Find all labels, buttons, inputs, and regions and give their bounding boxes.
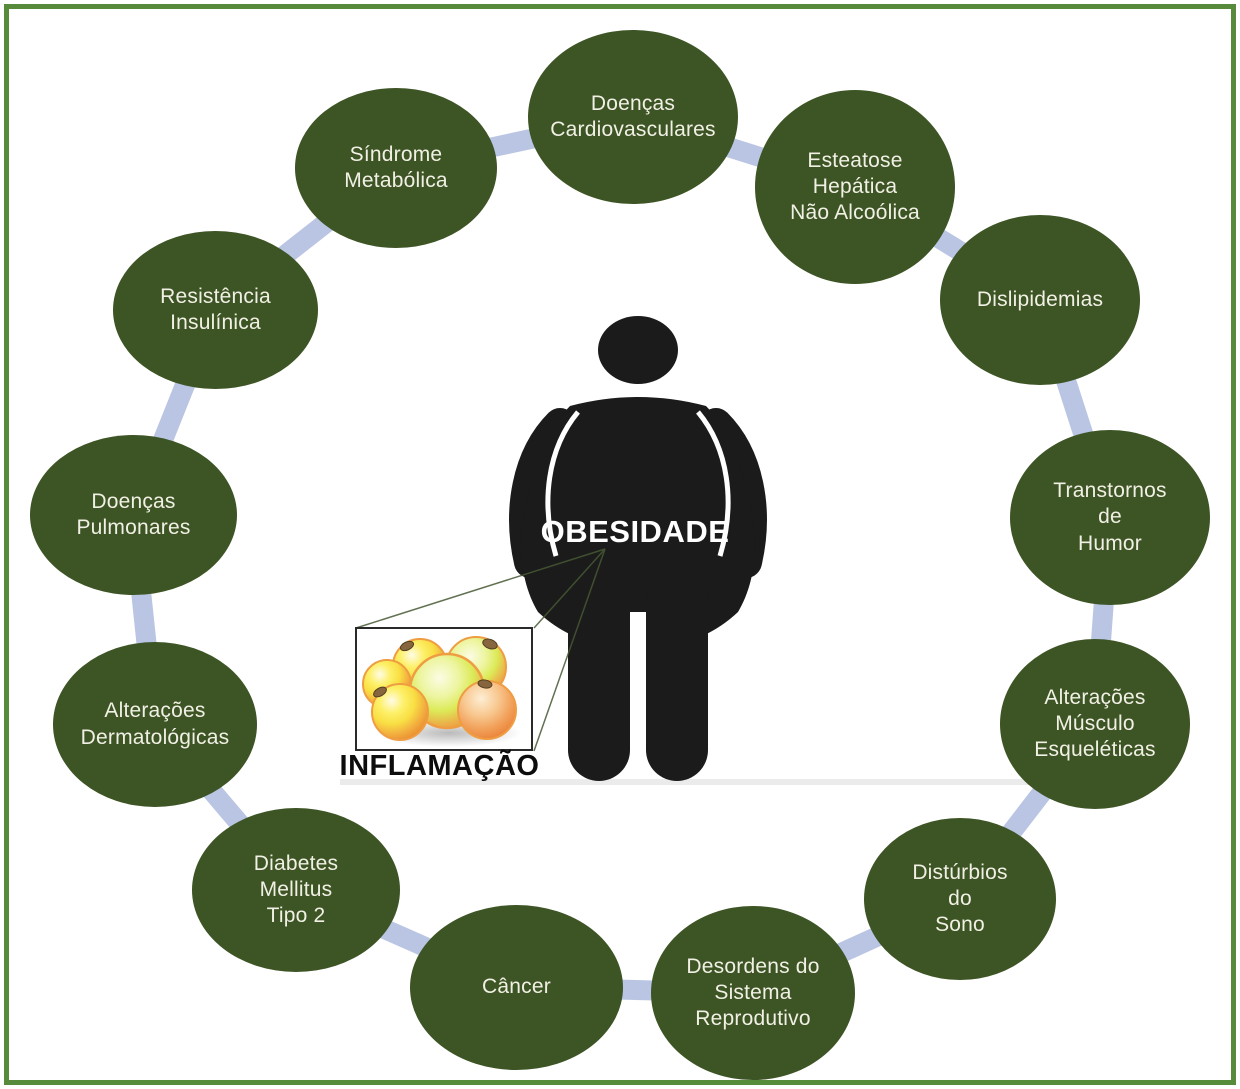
cell-nuclei [373,638,498,698]
center-obesidade-label: OBESIDADE [540,514,730,549]
node-esteatose-hepatica-nao-alcoolica: Esteatose Hepática Não Alcoólica [755,90,955,284]
node-doencas-pulmonares: Doenças Pulmonares [30,435,237,595]
node-resistencia-insulinica: Resistência Insulínica [113,231,318,389]
node-doencas-cardiovasculares: Doenças Cardiovasculares [528,30,738,204]
silhouette-head [598,316,678,384]
silhouette-leg-gap [630,612,646,712]
node-cancer: Câncer [410,905,623,1070]
node-sindrome-metabolica: Síndrome Metabólica [295,88,497,248]
fat-cell [457,680,517,740]
node-alteracoes-musculo-esqueleticas: Alterações Músculo Esqueléticas [1000,639,1190,809]
node-transtornos-de-humor: Transtornos de Humor [1010,430,1210,605]
node-dislipidemias: Dislipidemias [940,215,1140,385]
silhouette-left-arm-line [545,410,580,557]
inflammation-callout-box [355,627,533,751]
fat-cells-illustration [362,636,521,747]
figure-shadow [340,779,1135,785]
inflammation-label: INFLAMAÇÃO [339,750,540,782]
fat-cells [362,636,521,747]
node-desordens-do-sistema-reprodutivo: Desordens do Sistema Reprodutivo [651,906,855,1080]
node-disturbios-do-sono: Distúrbios do Sono [864,818,1056,980]
callout-lines [355,548,606,752]
obese-person-silhouette [509,316,767,781]
silhouette-right-arm-line [696,410,731,557]
node-diabetes-mellitus-tipo-2: Diabetes Mellitus Tipo 2 [192,808,400,972]
fat-cell [371,683,429,741]
node-alteracoes-dermatologicas: Alterações Dermatológicas [53,642,257,807]
